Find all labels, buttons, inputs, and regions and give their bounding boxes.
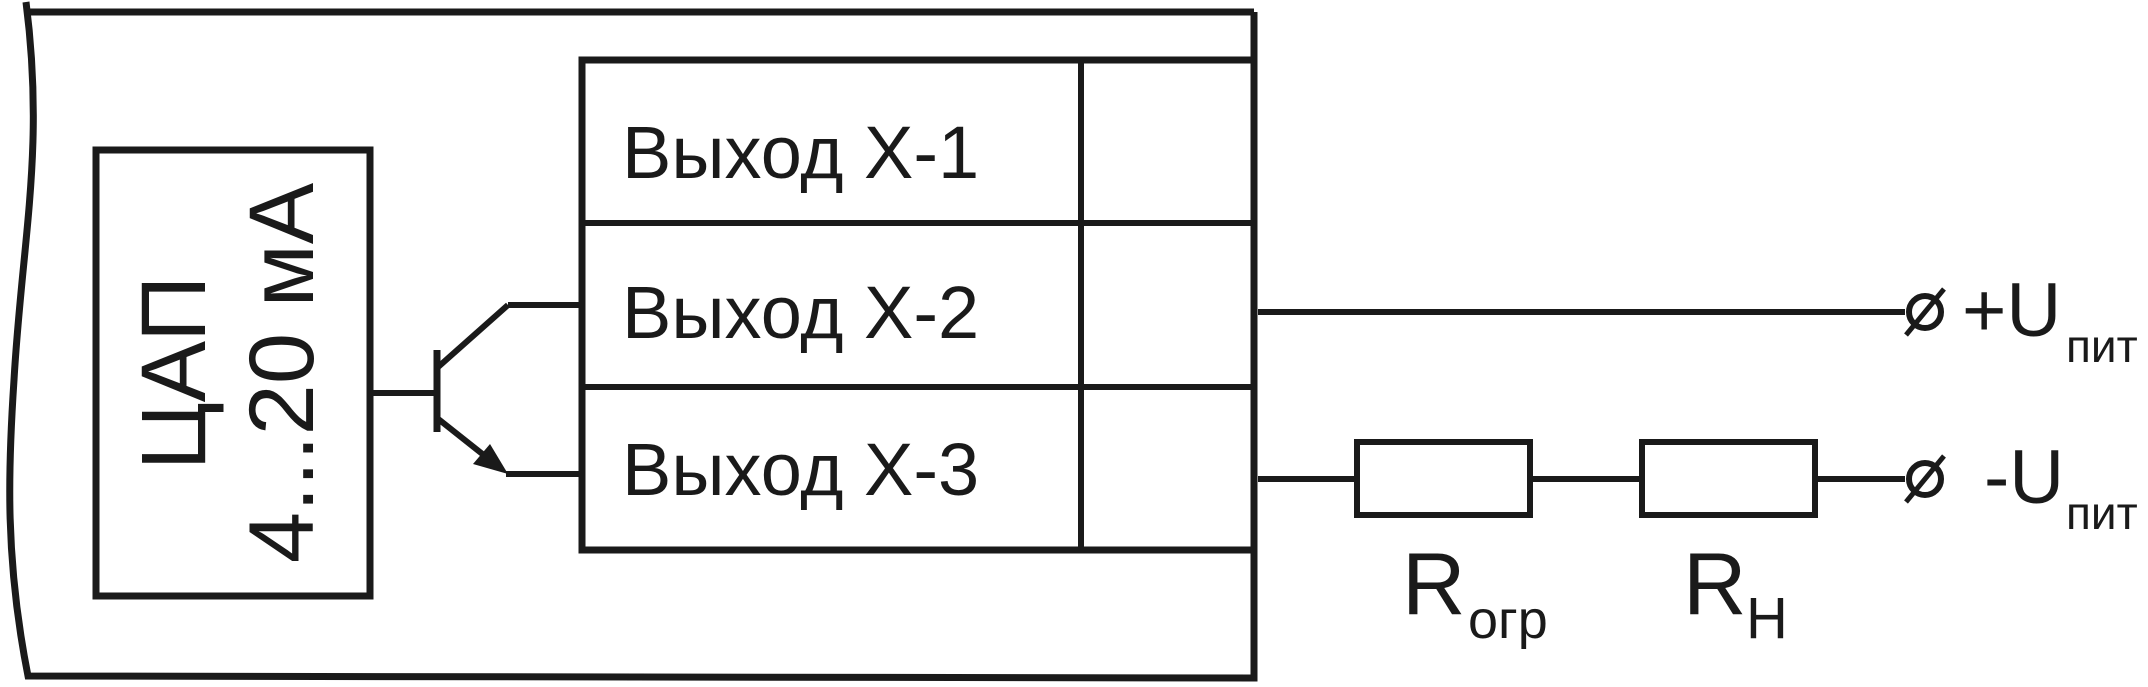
resistor-limit-label: R bbox=[1402, 534, 1466, 633]
negative-supply-wire: -U пит bbox=[1258, 435, 2138, 539]
terminal-plus-icon bbox=[1904, 287, 1946, 337]
resistor-limit bbox=[1354, 439, 1533, 518]
supply-minus-label: -U bbox=[1984, 435, 2064, 520]
resistor-load bbox=[1639, 439, 1818, 518]
supply-minus-subscript: пит bbox=[2066, 487, 2138, 539]
resistor-load-label: R bbox=[1683, 534, 1747, 633]
dac-range-label: 4...20 мА bbox=[231, 182, 333, 563]
terminal-minus-icon bbox=[1904, 454, 1946, 504]
dac-label: ЦАП bbox=[123, 276, 225, 471]
resistor-load-subscript: Н bbox=[1746, 586, 1788, 651]
output-label-3: Выход Х-3 bbox=[622, 428, 979, 511]
output-label-1: Выход Х-1 bbox=[622, 111, 979, 194]
output-label-2: Выход Х-2 bbox=[622, 271, 979, 354]
transistor-symbol bbox=[370, 302, 579, 477]
supply-plus-subscript: пит bbox=[2066, 320, 2138, 372]
dac-block: ЦАП 4...20 мА bbox=[92, 146, 374, 600]
resistor-labels: R огр R Н bbox=[1402, 534, 1788, 651]
device-enclosure bbox=[6, 1, 1258, 682]
positive-supply-wire: +U пит bbox=[1258, 268, 2138, 372]
output-table: Выход Х-1 Выход Х-2 Выход Х-3 bbox=[578, 56, 1258, 554]
supply-plus-label: +U bbox=[1962, 268, 2061, 353]
emitter-arrow-icon bbox=[473, 444, 508, 474]
resistor-limit-subscript: огр bbox=[1468, 590, 1548, 650]
